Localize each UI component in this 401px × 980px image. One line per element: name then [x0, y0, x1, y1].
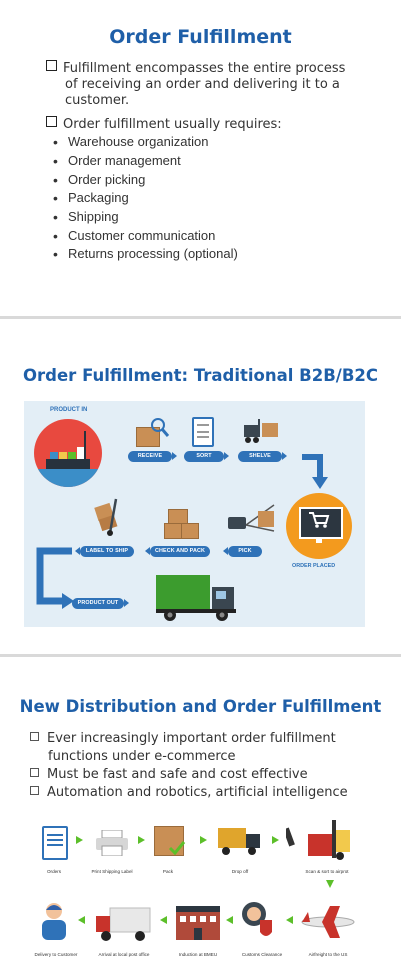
- bullet-1-line-3: customer.: [65, 93, 130, 108]
- airplane-icon: [300, 904, 356, 945]
- flow-caption: Pack: [162, 869, 174, 874]
- green-arrow-icon: [272, 836, 279, 844]
- slide3-bullet-3: Automation and robotics, artificial inte…: [30, 784, 348, 802]
- hand-truck-icon: [88, 497, 128, 542]
- bullet-text: Must be fast and safe and cost effective: [47, 767, 308, 782]
- fulfillment-process-diagram: PRODUCT IN RECEIVE SORT: [24, 401, 365, 627]
- flow-caption: Airfreight to the US: [308, 952, 348, 957]
- slide1-title: Order Fulfillment: [109, 26, 292, 48]
- flow-arrow-icon: [36, 547, 74, 609]
- product-out-step: PRODUCT OUT: [72, 598, 129, 609]
- slide1-bullet-1: Fulfillment encompasses the entire proce…: [46, 60, 366, 109]
- green-arrow-left-icon: [78, 916, 85, 924]
- sub-item: Order management: [53, 153, 181, 169]
- pick-step: PICK: [223, 546, 262, 557]
- slide3-title: New Distribution and Order Fulfillment: [19, 697, 382, 716]
- slide3-bullet-1: Ever increasingly important order fulfil…: [30, 730, 348, 748]
- flow-caption: Arrival at local post office: [98, 952, 150, 957]
- bullet-1-line-2: of receiving an order and delivering it …: [65, 77, 340, 92]
- bullet-text: Ever increasingly important order fulfil…: [47, 731, 336, 746]
- order-placed-icon: [286, 493, 352, 559]
- orders-icon: [42, 826, 68, 860]
- check-and-pack-step: CHECK AND PACK: [145, 546, 210, 557]
- slide3-bullet-1-cont: functions under e-commerce: [48, 749, 236, 764]
- slide3-bullet-2: Must be fast and safe and cost effective: [30, 766, 348, 784]
- sub-item: Order picking: [53, 172, 145, 188]
- slide-order-fulfillment: Order Fulfillment Fulfillment encompasse…: [0, 0, 401, 316]
- sort-step: SORT: [184, 451, 229, 462]
- green-arrow-left-icon: [226, 916, 233, 924]
- bullet-1-line-1: Fulfillment encompasses the entire proce…: [63, 61, 346, 76]
- slide-divider: [0, 654, 401, 657]
- slide1-bullet-2: Order fulfillment usually requires:: [46, 116, 282, 132]
- green-arrow-left-icon: [286, 916, 293, 924]
- delivery-van-icon: [218, 824, 262, 863]
- sub-item: Shipping: [53, 209, 118, 225]
- sub-item: Warehouse organization: [53, 134, 208, 150]
- product-in-icon: [34, 419, 102, 487]
- printer-icon: [96, 829, 128, 861]
- flow-caption: Scan & sort to airprot: [305, 869, 349, 874]
- flow-caption: Print Shipping Label: [91, 869, 133, 874]
- slide3-bullets: Ever increasingly important order fulfil…: [30, 730, 348, 802]
- flow-caption: Delivery to Customer: [34, 952, 78, 957]
- checkbox-bullet-icon: [30, 732, 39, 741]
- product-in-label: PRODUCT IN: [50, 407, 88, 413]
- bullet-2-text: Order fulfillment usually requires:: [63, 117, 282, 132]
- receive-step: RECEIVE: [128, 451, 177, 462]
- customs-officer-icon: [240, 900, 274, 945]
- building-icon: [176, 904, 220, 945]
- sub-item: Customer communication: [53, 228, 215, 244]
- flow-caption: Drop off: [231, 869, 249, 874]
- slide2-title: Order Fulfillment: Traditional B2B/B2C: [23, 366, 378, 385]
- green-arrow-icon: [76, 836, 83, 844]
- green-arrow-icon: [138, 836, 145, 844]
- checkbox-bullet-icon: [46, 60, 57, 71]
- checkbox-bullet-icon: [30, 768, 39, 777]
- sub-item: Packaging: [53, 190, 129, 206]
- flow-caption: Customs Clearance: [241, 952, 283, 957]
- clipboard-icon: [192, 417, 214, 447]
- green-arrow-left-icon: [160, 916, 167, 924]
- label-to-ship-step: LABEL TO SHIP: [75, 546, 134, 557]
- checkbox-bullet-icon: [30, 786, 39, 795]
- customer-icon: [40, 902, 68, 947]
- flow-caption: Induction at BMEU: [178, 952, 218, 957]
- green-down-arrow-icon: [326, 880, 334, 888]
- green-arrow-icon: [200, 836, 207, 844]
- scanner-icon: [228, 501, 278, 540]
- bullet-text: Automation and robotics, artificial inte…: [47, 785, 348, 800]
- flow-arrow-icon: [302, 454, 328, 489]
- order-placed-label: ORDER PLACED: [292, 563, 336, 569]
- checkbox-bullet-icon: [46, 116, 57, 127]
- forklift-icon: [242, 417, 282, 450]
- shelve-step: SHELVE: [238, 451, 287, 462]
- sub-item: Returns processing (optional): [53, 246, 238, 262]
- flow-caption: Orders: [46, 869, 62, 874]
- slide-divider: [0, 316, 401, 319]
- scanner-forklift-icon: [283, 818, 356, 867]
- mail-truck-icon: [96, 906, 152, 947]
- truck-icon: [156, 571, 240, 628]
